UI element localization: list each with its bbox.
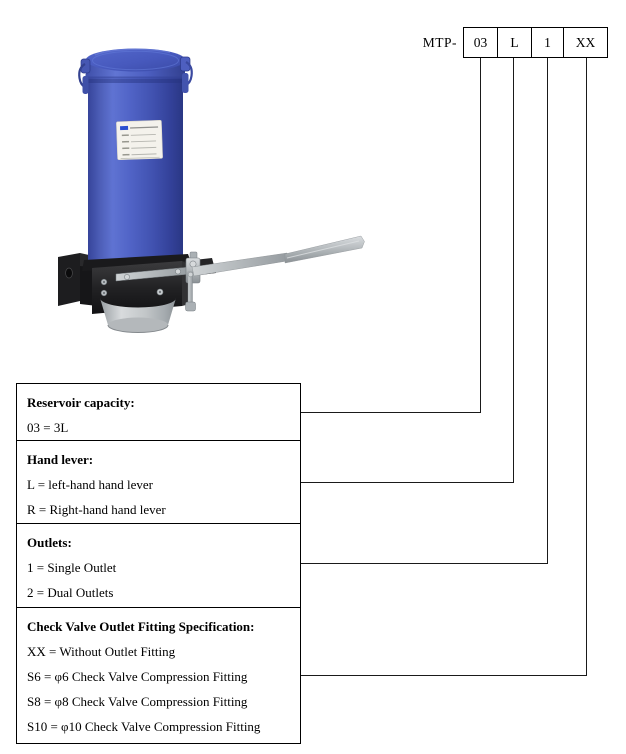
legend-line: L = left-hand hand lever <box>27 477 153 492</box>
follower-dome <box>100 298 176 333</box>
legend-title: Reservoir capacity: <box>27 395 135 410</box>
legend-outlets: Outlets: 1 = Single Outlet 2 = Dual Outl… <box>16 523 301 608</box>
connector-vertical-outlets <box>547 58 548 563</box>
legend-outlet-fitting: Check Valve Outlet Fitting Specification… <box>16 607 301 744</box>
code-box-hand-lever: L <box>497 27 532 58</box>
legend-reservoir-capacity: Reservoir capacity: 03 = 3L <box>16 383 301 441</box>
legend-title: Hand lever: <box>27 452 94 467</box>
legend-line: 03 = 3L <box>27 420 69 435</box>
legend-hand-lever: Hand lever: L = left-hand hand lever R =… <box>16 440 301 524</box>
connector-vertical-reservoir <box>480 58 481 412</box>
model-code-boxes: 03 L 1 XX <box>463 27 608 58</box>
legend-line: XX = Without Outlet Fitting <box>27 644 176 659</box>
legend-line: S10 = φ10 Check Valve Compression Fittin… <box>27 719 261 734</box>
legend-title: Outlets: <box>27 535 72 550</box>
legend-title: Check Valve Outlet Fitting Specification… <box>27 619 255 634</box>
legend-line: R = Right-hand hand lever <box>27 502 166 517</box>
connector-vertical-fitting <box>586 58 587 675</box>
code-box-outlet-fitting: XX <box>563 27 608 58</box>
connector-vertical-lever <box>513 58 514 482</box>
connector-horizontal-lever <box>300 482 514 483</box>
connector-horizontal-outlets <box>300 563 548 564</box>
reservoir-lid <box>85 48 186 79</box>
model-prefix: MTP- <box>422 35 457 50</box>
legend-line: 2 = Dual Outlets <box>27 585 114 600</box>
connector-horizontal-fitting <box>300 675 587 676</box>
connector-horizontal-reservoir <box>300 412 481 413</box>
lever-linkage <box>115 266 191 282</box>
legend-line: S6 = φ6 Check Valve Compression Fitting <box>27 669 248 684</box>
lever-link-rod <box>185 271 196 312</box>
lid-latch-right-icon <box>180 56 193 93</box>
reservoir-body <box>88 66 183 270</box>
legend-line: S8 = φ8 Check Valve Compression Fitting <box>27 694 248 709</box>
hand-lever <box>185 235 365 284</box>
product-image <box>58 48 365 333</box>
code-box-outlets: 1 <box>531 27 564 58</box>
lid-latch-left-icon <box>78 58 91 94</box>
legend-line: 1 = Single Outlet <box>27 560 117 575</box>
code-box-reservoir-capacity: 03 <box>463 27 498 58</box>
product-label <box>116 119 163 161</box>
